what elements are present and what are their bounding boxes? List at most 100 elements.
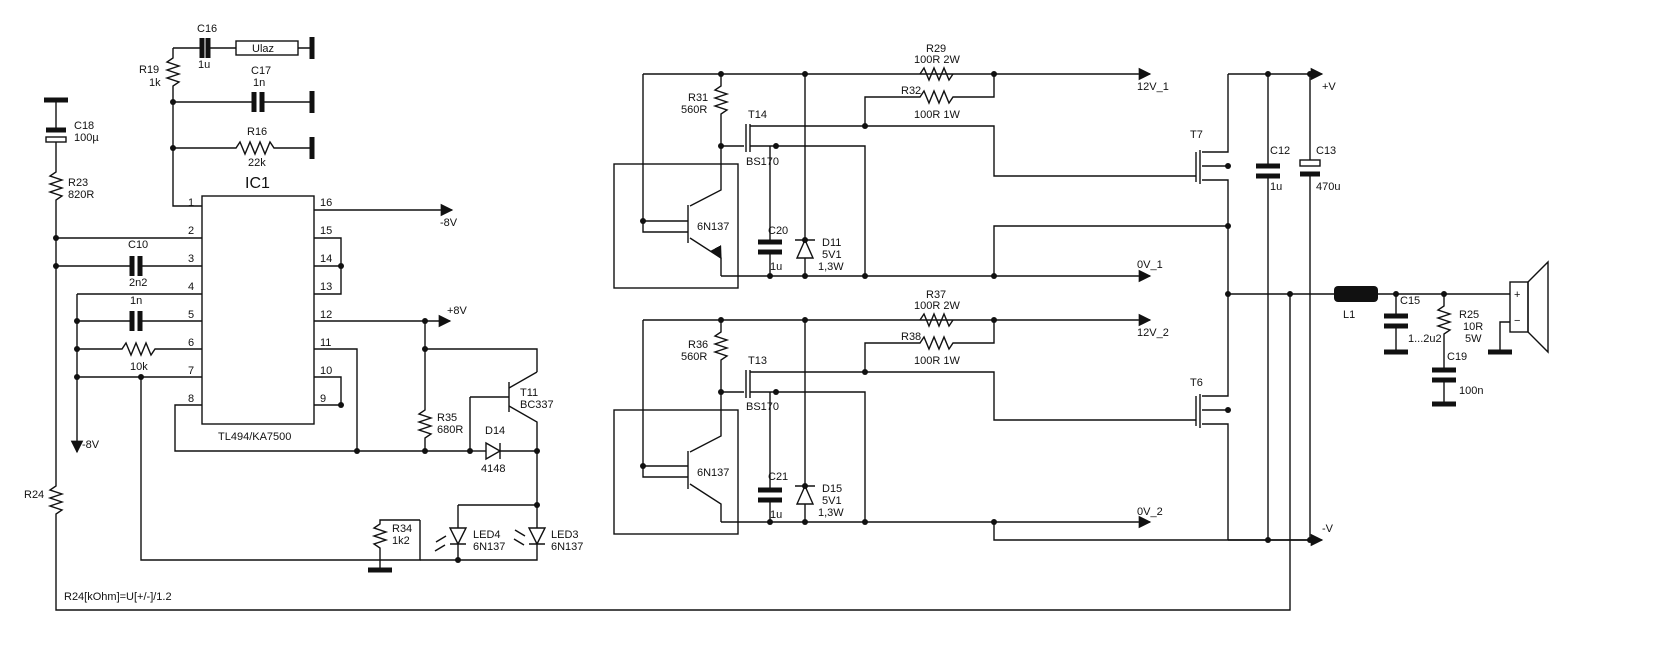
c10-value: 2n2 xyxy=(129,277,147,289)
r36-value: 560R xyxy=(681,351,707,363)
pin-9: 9 xyxy=(320,393,326,405)
r31-ref: R31 xyxy=(688,92,708,104)
t11-ref: T11 xyxy=(520,387,538,399)
d11-value1: 5V1 xyxy=(822,249,842,261)
pin-14: 14 xyxy=(320,253,332,265)
c12-value: 1u xyxy=(1270,181,1282,193)
r10k-value: 10k xyxy=(130,361,148,373)
c15-ref: C15 xyxy=(1400,295,1420,307)
pos8v-label: +8V xyxy=(447,305,468,317)
c17-value: 1n xyxy=(253,77,265,89)
c19-value: 100n xyxy=(1459,385,1483,397)
pin-7: 7 xyxy=(188,365,194,377)
pin-12: 12 xyxy=(320,309,332,321)
r23-value: 820R xyxy=(68,189,94,201)
c17-ref: C17 xyxy=(251,65,271,77)
c16-value: 1u xyxy=(198,59,210,71)
c10-ref: C10 xyxy=(128,239,148,251)
d14-value: 4148 xyxy=(481,463,505,475)
d11-ref: D11 xyxy=(822,237,841,249)
ulaz-label: Ulaz xyxy=(252,43,274,55)
r35-value: 680R xyxy=(437,424,463,436)
pin-15: 15 xyxy=(320,225,332,237)
r16-value: 22k xyxy=(248,157,266,169)
ic1-ref: IC1 xyxy=(245,175,270,192)
c18-ref: C18 xyxy=(74,120,94,132)
pin-11: 11 xyxy=(320,337,331,349)
t7-ref: T7 xyxy=(1190,129,1203,141)
upper-gate-driver: R29 100R 2W 12V_1 R32 100R 1W R31 560R T… xyxy=(613,43,1228,289)
r32-ref: R32 xyxy=(901,85,921,97)
net-0v2: 0V_2 xyxy=(1137,506,1163,518)
t13-value: BS170 xyxy=(746,401,779,413)
t14-value: BS170 xyxy=(746,156,779,168)
speaker-minus: − xyxy=(1514,315,1520,327)
ic1-left-pin-numbers: 1 2 3 4 5 6 7 8 xyxy=(188,197,194,405)
pin-1: 1 xyxy=(188,197,194,209)
c19-ref: C19 xyxy=(1447,351,1467,363)
r25-ref: R25 xyxy=(1459,309,1479,321)
net-0v1: 0V_1 xyxy=(1137,259,1163,271)
r25-value2: 5W xyxy=(1465,333,1482,345)
c18-value: 100µ xyxy=(74,132,99,144)
r34-value: 1k2 xyxy=(392,535,410,547)
r31-value: 560R xyxy=(681,104,707,116)
led3-ref: LED3 xyxy=(551,529,579,541)
c12-ref: C12 xyxy=(1270,145,1290,157)
r36-ref: R36 xyxy=(688,339,708,351)
d15-value2: 1,3W xyxy=(818,507,844,519)
ic1-part: TL494/KA7500 xyxy=(218,431,291,443)
r25-value1: 10R xyxy=(1463,321,1483,333)
r38-value: 100R 1W xyxy=(914,355,960,367)
r23-ref: R23 xyxy=(68,177,88,189)
r29-value: 100R 2W xyxy=(914,54,960,66)
c1n-value: 1n xyxy=(130,295,142,307)
d11-value2: 1,3W xyxy=(818,261,844,273)
controller-section: IC1 TL494/KA7500 1 2 3 4 5 6 7 8 1 6 15 1… xyxy=(24,23,1291,611)
t13-ref: T13 xyxy=(748,355,767,367)
r24-ref: R24 xyxy=(24,489,44,501)
optocoupler-2-frame xyxy=(613,409,739,535)
pin-10: 10 xyxy=(320,365,332,377)
led4-ref: LED4 xyxy=(473,529,501,541)
timing-network: -8V 1n 10k xyxy=(70,293,470,561)
opto2-value: 6N137 xyxy=(697,467,729,479)
r29-ref: R29 xyxy=(926,43,946,55)
r19-value: 1k xyxy=(149,77,161,89)
l1-inductor xyxy=(1334,286,1378,302)
c21-value: 1u xyxy=(770,509,782,521)
d15-ref: D15 xyxy=(822,483,842,495)
d14-ref: D14 xyxy=(485,425,505,437)
c13-ref: C13 xyxy=(1316,145,1336,157)
r16-ref: R16 xyxy=(247,126,267,138)
d15-value1: 5V1 xyxy=(822,495,842,507)
opto1-value: 6N137 xyxy=(697,221,729,233)
c20-value: 1u xyxy=(770,261,782,273)
pin-5: 5 xyxy=(188,309,194,321)
r37-value: 100R 2W xyxy=(914,300,960,312)
feedback-column: C18 100µ R23 820R R24 R24[kOhm]=U[+/-]/1… xyxy=(24,97,1291,611)
l1-ref: L1 xyxy=(1343,309,1355,321)
led3-value: 6N137 xyxy=(551,541,583,553)
t6-ref: T6 xyxy=(1190,377,1203,389)
ic1-body xyxy=(201,195,315,425)
pin-6: 6 xyxy=(188,337,194,349)
net-12v1: 12V_1 xyxy=(1137,81,1169,93)
led4-value: 6N137 xyxy=(473,541,505,553)
pin-8: 8 xyxy=(188,393,194,405)
pos-v-label: +V xyxy=(1322,81,1336,93)
pin-2: 2 xyxy=(188,225,194,237)
speaker-plus: + xyxy=(1514,289,1520,301)
output-stage: +V -V T7 T6 C12 1u xyxy=(1190,67,1549,547)
net-12v2: 12V_2 xyxy=(1137,327,1169,339)
pin-4: 4 xyxy=(188,281,194,293)
c16-ref: C16 xyxy=(197,23,217,35)
neg-v-label: -V xyxy=(1322,523,1334,535)
t11-value: BC337 xyxy=(520,399,554,411)
r37-ref: R37 xyxy=(926,289,946,301)
input-network: Ulaz C16 1u R19 1k C17 1n R16 22k xyxy=(139,23,315,207)
speaker-icon: + − xyxy=(1488,260,1549,355)
lower-gate-driver: R37 100R 2W 12V_2 R38 100R 1W R36 560R T… xyxy=(613,289,1310,541)
ic1-right-connections: -8V +8V xyxy=(314,203,468,454)
